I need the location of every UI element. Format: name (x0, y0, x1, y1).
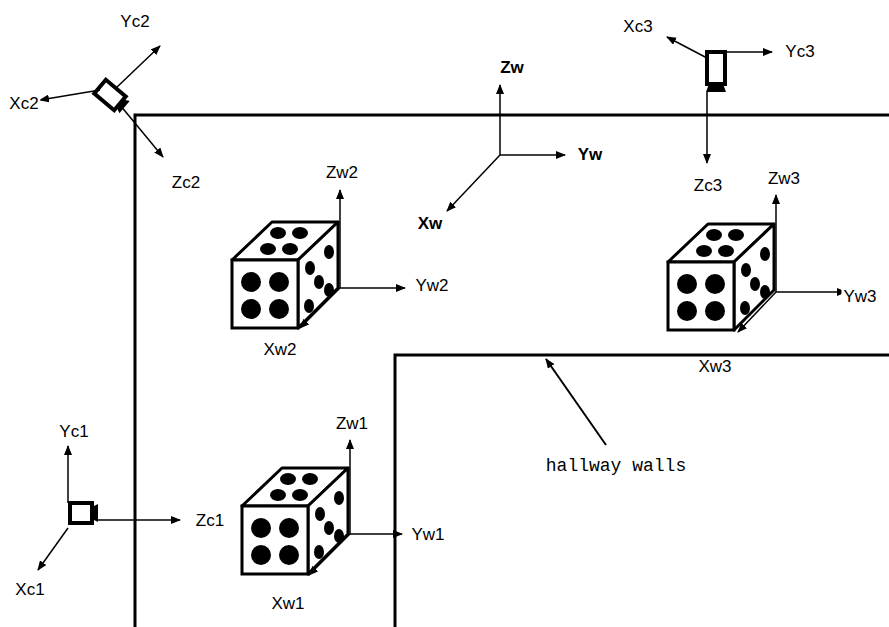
axis-label: Xw3 (696, 358, 733, 377)
axis-label: Zw (498, 59, 526, 78)
axis-label: Yc2 (118, 13, 151, 32)
axis-label: Yw3 (841, 288, 878, 307)
axis-label: Xc2 (7, 95, 40, 114)
camera-3 (667, 37, 772, 163)
axis-label: Zw3 (766, 170, 802, 189)
leader-arrow (546, 359, 606, 445)
axis-label: Yw2 (413, 277, 450, 296)
axis-label: Zc3 (692, 177, 724, 196)
axis-label: Xw2 (261, 341, 298, 360)
die-3 (668, 195, 846, 332)
axis-label: Xw (416, 215, 445, 234)
axis-label: Xc3 (621, 18, 654, 37)
die-2 (232, 190, 405, 328)
axis-label: Xc1 (13, 581, 46, 600)
axis-label: Yw (576, 146, 605, 165)
axis-label: Xw1 (269, 595, 306, 614)
axis-label: Zc1 (194, 512, 226, 531)
axis-label: Zw1 (334, 415, 370, 434)
world-frame (447, 85, 565, 211)
camera-2 (40, 46, 163, 157)
axis-label: Zw2 (324, 164, 360, 183)
axis-label: Yc1 (57, 423, 90, 442)
axis-label: Zc2 (170, 174, 202, 193)
axis-label: Yc3 (783, 43, 816, 62)
hallway-walls (135, 115, 889, 627)
axis-label: Yw1 (409, 526, 446, 545)
die-1 (242, 440, 402, 575)
callout-label: hallway walls (544, 457, 688, 477)
camera-1 (38, 446, 180, 570)
